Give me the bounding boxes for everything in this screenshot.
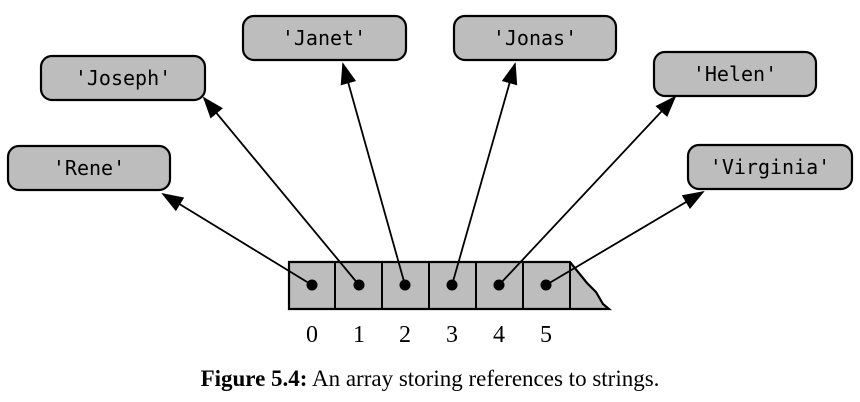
cell-dot-5 <box>540 279 552 291</box>
string-box-joseph: 'Joseph' <box>39 54 207 102</box>
arrow-0 <box>161 192 313 286</box>
arrow-2 <box>340 62 406 286</box>
string-label-rene: 'Rene' <box>53 156 125 180</box>
string-label-joseph: 'Joseph' <box>75 66 171 90</box>
string-box-helen: 'Helen' <box>652 50 818 98</box>
index-label-2: 2 <box>399 322 411 348</box>
figure-number: Figure 5.4: <box>200 366 308 391</box>
string-label-janet: 'Janet' <box>282 26 366 50</box>
arrow-4 <box>498 95 677 286</box>
array-cell-dividers <box>334 262 571 309</box>
cell-dot-2 <box>399 279 411 291</box>
index-label-5: 5 <box>540 322 552 348</box>
cell-dot-1 <box>353 279 365 291</box>
string-box-janet: 'Janet' <box>241 14 408 62</box>
string-box-jonas: 'Jonas' <box>452 14 618 62</box>
cell-dot-3 <box>446 279 458 291</box>
array-index-labels: 0 1 2 3 4 5 <box>306 322 552 348</box>
string-label-virginia: 'Virginia' <box>710 155 830 179</box>
string-label-jonas: 'Jonas' <box>493 26 577 50</box>
string-box-virginia: 'Virginia' <box>686 143 854 191</box>
reference-arrows <box>161 62 705 286</box>
arrow-1 <box>202 96 360 286</box>
arrow-5 <box>545 190 705 286</box>
string-label-helen: 'Helen' <box>693 62 777 86</box>
arrow-3 <box>451 62 518 286</box>
figure-caption-text: An array storing references to strings. <box>311 366 660 391</box>
array-diagram: 'Rene' 'Joseph' 'Janet' 'Jonas' 'Helen' … <box>6 14 854 348</box>
cell-dot-0 <box>306 279 318 291</box>
index-label-3: 3 <box>446 322 458 348</box>
string-box-rene: 'Rene' <box>6 144 172 192</box>
cell-dot-4 <box>493 279 505 291</box>
array-cell-dots <box>306 279 552 291</box>
index-label-0: 0 <box>306 322 318 348</box>
index-label-1: 1 <box>353 322 365 348</box>
index-label-4: 4 <box>493 322 505 348</box>
figure-caption: Figure 5.4: An array storing references … <box>0 366 860 392</box>
